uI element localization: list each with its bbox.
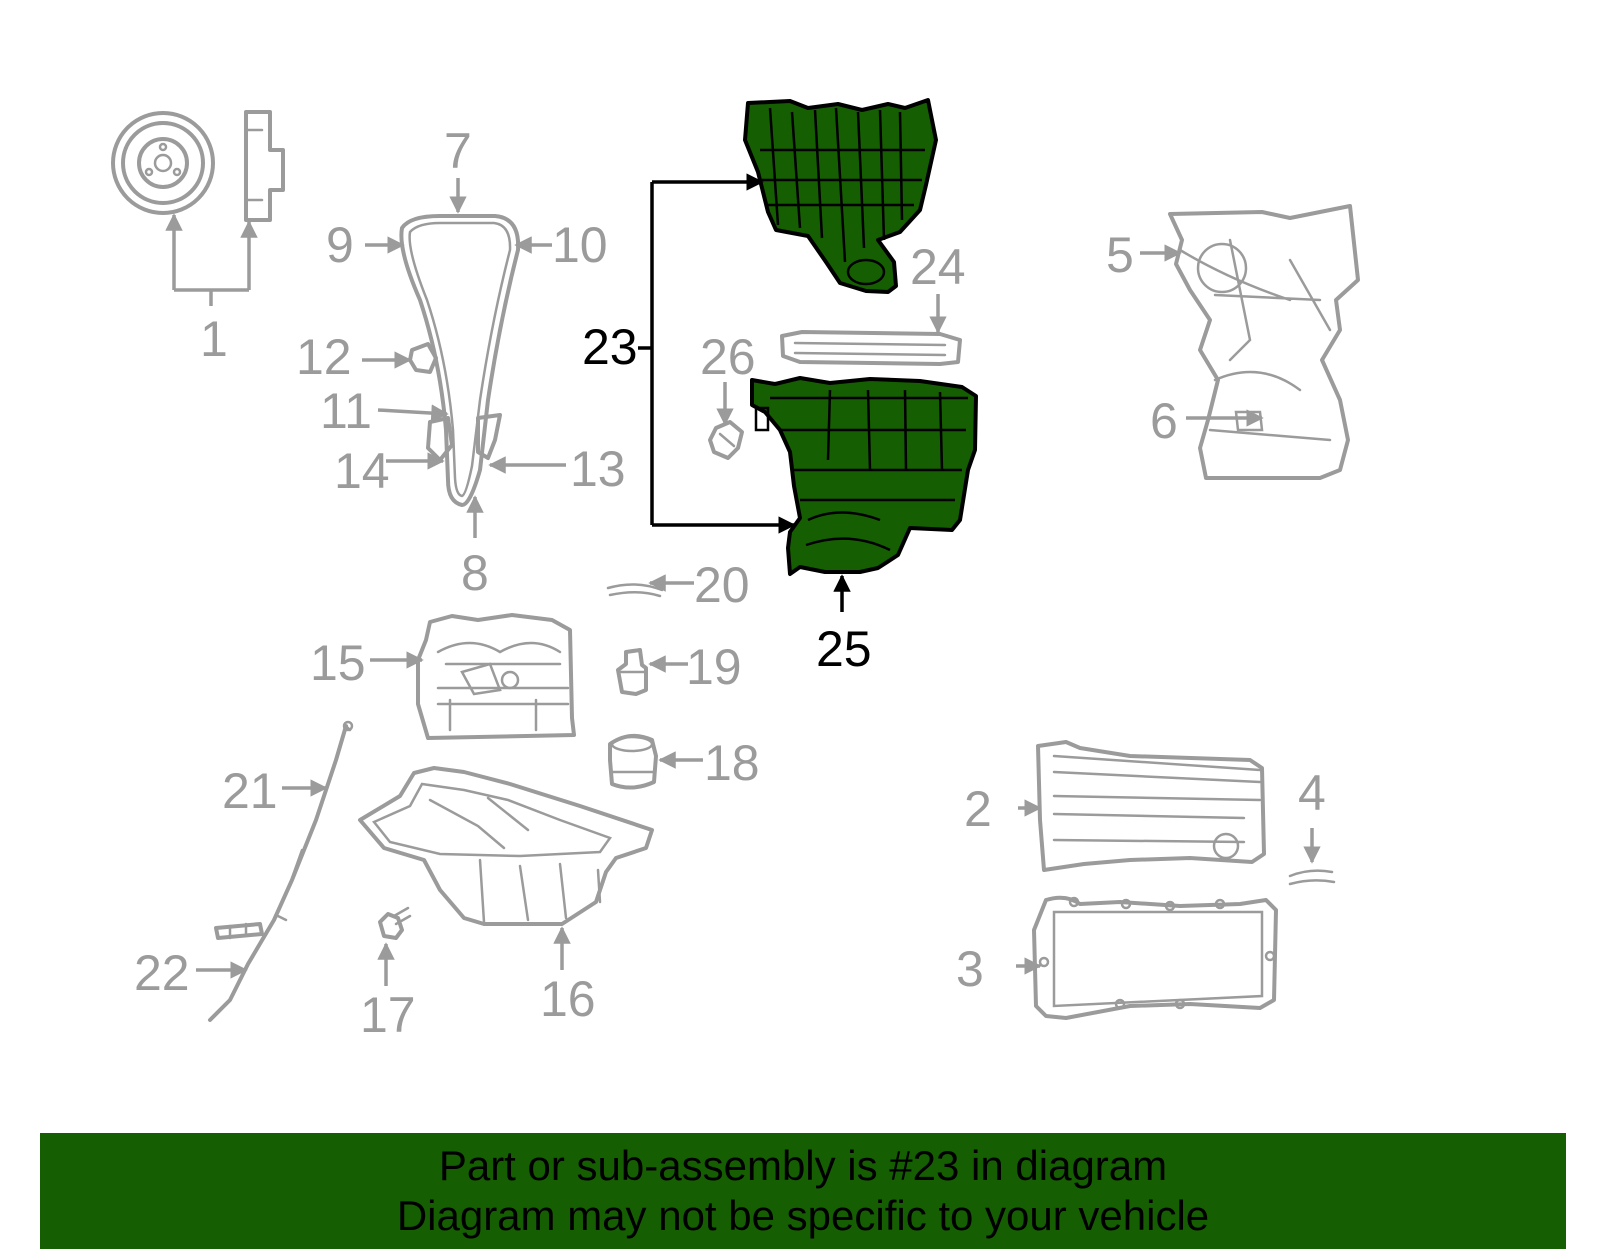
part-6-cover-seal	[1234, 410, 1264, 432]
part-2-valve-cover	[1036, 740, 1266, 872]
svg-text:23: 23	[582, 319, 638, 375]
part-15-oil-pump-housing	[416, 613, 576, 740]
part-21-dipstick	[208, 720, 354, 1022]
svg-text:6: 6	[1150, 393, 1178, 449]
part-18-oil-filter	[608, 733, 658, 790]
callout-10: 10	[514, 217, 608, 273]
svg-text:2: 2	[964, 781, 992, 837]
info-banner: Part or sub-assembly is #23 in diagram D…	[40, 1133, 1566, 1249]
callout-6: 6	[1150, 393, 1264, 449]
callout-24: 24	[910, 239, 966, 334]
part-19-plug	[616, 648, 648, 696]
banner-disclaimer: Diagram may not be specific to your vehi…	[396, 1192, 1210, 1239]
svg-text:15: 15	[310, 635, 366, 691]
svg-text:9: 9	[326, 217, 354, 273]
callout-3: 3	[956, 941, 1042, 997]
svg-text:24: 24	[910, 239, 966, 295]
callout-25: 25	[816, 574, 872, 677]
svg-text:21: 21	[222, 763, 278, 819]
part-25-lower-intake-manifold	[750, 376, 978, 576]
banner-part-note: Part or sub-assembly is #23 in diagram	[438, 1142, 1168, 1189]
part-26-sensor	[708, 420, 744, 460]
callout-18: 18	[658, 735, 760, 791]
svg-text:18: 18	[704, 735, 760, 791]
svg-text:13: 13	[570, 441, 626, 497]
part-13-tensioner	[476, 413, 502, 460]
svg-text:22: 22	[134, 945, 190, 1001]
part-4-grommet	[1288, 869, 1336, 886]
part-1-crank-pulley	[111, 110, 285, 222]
svg-text:20: 20	[694, 557, 750, 613]
part-12-guide-bolt	[408, 342, 438, 374]
svg-text:7: 7	[444, 123, 472, 179]
part-3-valve-cover-gasket	[1032, 895, 1278, 1020]
callout-8: 8	[461, 495, 489, 601]
callout-21: 21	[222, 763, 328, 819]
parts-diagram: 1 7 9 10 12 11 14 13 8	[111, 98, 1360, 1043]
callout-11: 11	[320, 383, 449, 439]
svg-text:11: 11	[320, 383, 372, 439]
part-16-oil-pan	[358, 766, 654, 926]
callout-4: 4	[1298, 765, 1326, 864]
svg-text:19: 19	[686, 639, 742, 695]
svg-text:12: 12	[296, 329, 352, 385]
part-23-upper-intake-manifold	[743, 98, 938, 294]
callout-5: 5	[1106, 227, 1182, 283]
part-7-timing-chain	[399, 214, 521, 507]
svg-text:8: 8	[461, 545, 489, 601]
callout-7: 7	[444, 123, 472, 214]
callout-22: 22	[134, 945, 248, 1001]
callout-2: 2	[964, 781, 1042, 837]
part-17-drain-bolt	[378, 906, 412, 940]
callout-20: 20	[648, 557, 750, 613]
callout-23[interactable]: 23	[582, 173, 796, 534]
svg-text:4: 4	[1298, 765, 1326, 821]
svg-text:1: 1	[200, 311, 228, 367]
callout-12: 12	[296, 329, 412, 385]
svg-text:25: 25	[816, 621, 872, 677]
callout-17: 17	[360, 942, 416, 1043]
callout-1: 1	[165, 213, 258, 367]
svg-text:17: 17	[360, 987, 416, 1043]
callout-9: 9	[326, 217, 405, 273]
part-5-timing-cover	[1168, 204, 1360, 480]
svg-text:3: 3	[956, 941, 984, 997]
part-20-clip	[606, 583, 664, 598]
callout-19: 19	[648, 639, 742, 695]
callout-14: 14	[334, 443, 445, 499]
callout-16: 16	[540, 926, 596, 1027]
part-22-dipstick-tube	[214, 922, 264, 940]
svg-text:10: 10	[552, 217, 608, 273]
callout-13: 13	[488, 441, 626, 497]
svg-text:26: 26	[700, 329, 756, 385]
svg-text:16: 16	[540, 971, 596, 1027]
svg-text:5: 5	[1106, 227, 1134, 283]
callout-15: 15	[310, 635, 424, 691]
part-24-gasket	[780, 330, 962, 366]
svg-text:14: 14	[334, 443, 390, 499]
callout-26: 26	[700, 329, 756, 426]
